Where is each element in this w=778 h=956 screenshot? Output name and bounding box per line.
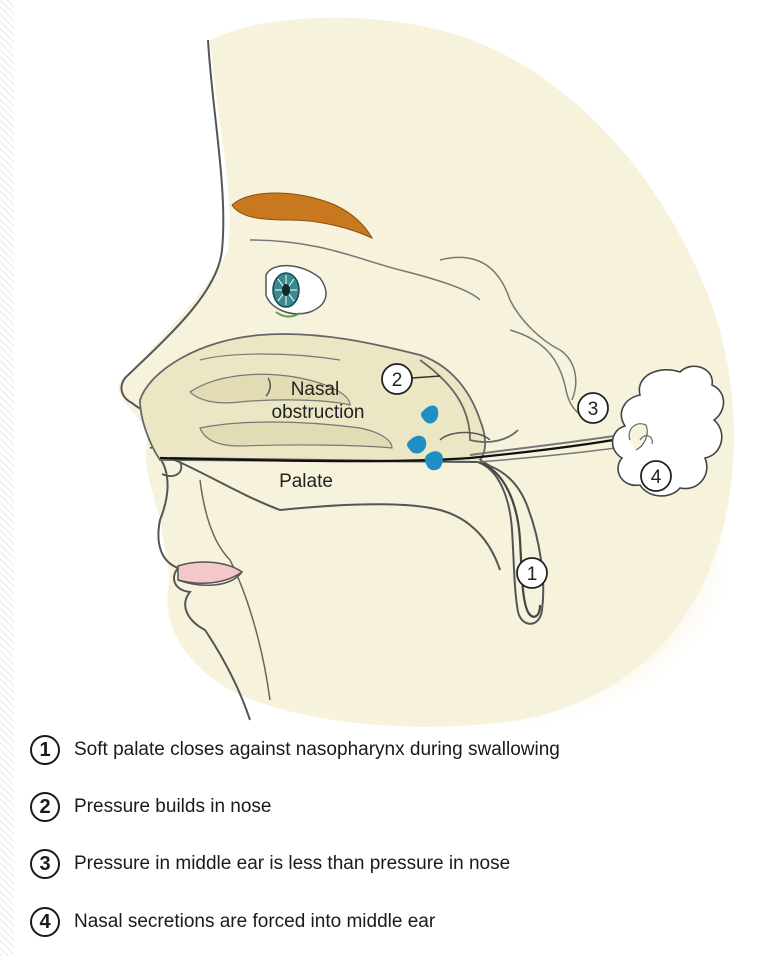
svg-text:2: 2: [392, 370, 403, 391]
legend-text: Pressure builds in nose: [74, 796, 272, 818]
legend-item-3: 3 Pressure in middle ear is less than pr…: [30, 846, 510, 882]
marker-3: 3: [578, 393, 608, 423]
label-palate: Palate: [279, 471, 333, 492]
legend-number: 2: [30, 792, 60, 822]
legend-text: Soft palate closes against nasopharynx d…: [74, 739, 560, 761]
legend-number: 4: [30, 907, 60, 937]
legend-text: Pressure in middle ear is less than pres…: [74, 853, 510, 875]
marker-1: 1: [517, 558, 547, 588]
legend-number: 1: [30, 735, 60, 765]
label-nasal: Nasal: [291, 379, 340, 400]
legend-number: 3: [30, 849, 60, 879]
legend-item-4: 4 Nasal secretions are forced into middl…: [30, 904, 435, 940]
svg-text:1: 1: [527, 564, 538, 585]
svg-text:4: 4: [651, 467, 662, 488]
legend-item-1: 1 Soft palate closes against nasopharynx…: [30, 732, 560, 768]
label-obstruction: obstruction: [272, 402, 365, 423]
marker-4: 4: [641, 461, 671, 491]
legend-text: Nasal secretions are forced into middle …: [74, 911, 435, 933]
svg-text:3: 3: [588, 399, 599, 420]
marker-2: 2: [382, 364, 412, 394]
legend-item-2: 2 Pressure builds in nose: [30, 789, 272, 825]
